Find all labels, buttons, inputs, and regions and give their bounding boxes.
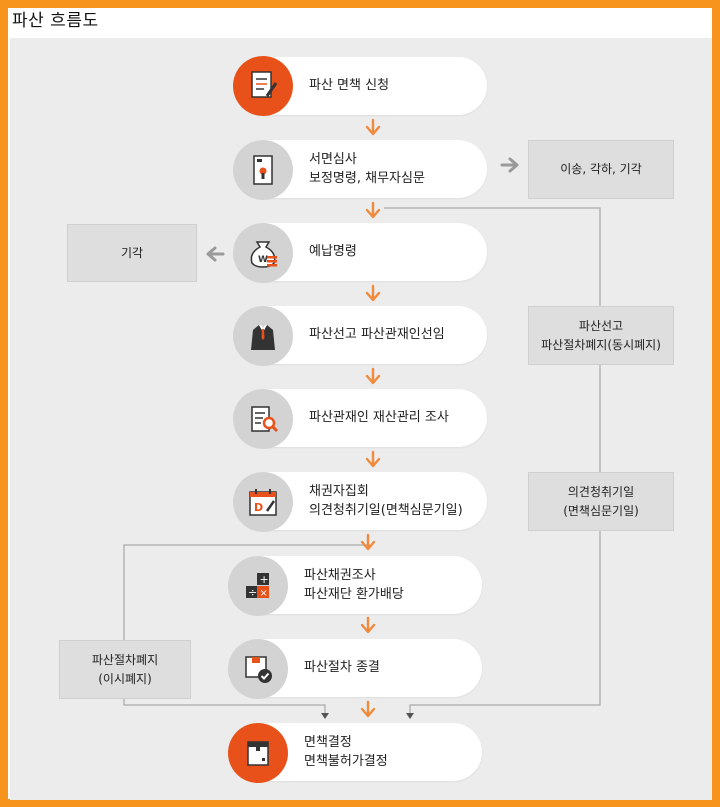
document-pen-icon	[233, 56, 293, 116]
down-arrow-icon	[360, 616, 376, 634]
box-check-icon	[228, 639, 288, 699]
step-label: 파산절차 종결	[304, 660, 380, 675]
suit-icon	[233, 306, 293, 366]
calendar-icon: D	[233, 472, 293, 532]
down-arrow-icon	[365, 367, 381, 385]
down-arrow-icon	[365, 118, 381, 136]
svg-text:W: W	[258, 255, 268, 265]
svg-text:÷: ÷	[248, 586, 257, 599]
side-box-transfer-dismissal: 이송, 각하, 기각	[528, 140, 674, 199]
page-title: 파산 흐름도	[12, 11, 99, 31]
loop-line-left-bottom	[123, 698, 326, 716]
down-arrow-icon	[365, 201, 381, 219]
loop-line-right-top	[384, 207, 601, 306]
step-bankruptcy-declaration: 파산선고 파산관재인선임	[233, 306, 487, 366]
step-bankruptcy-filing: 파산 면책 신청	[233, 56, 487, 116]
step-trustee-investigation: 파산관재인 재산관리 조사	[233, 389, 487, 449]
down-arrow-icon	[360, 533, 376, 551]
step-label: 파산선고 파산관재인선임	[309, 327, 445, 342]
side-box-dismissal: 기각	[67, 224, 197, 282]
step-label: 예납명령	[309, 244, 357, 259]
step-label: 파산관재인 재산관리 조사	[309, 410, 449, 425]
right-arrow-icon	[500, 157, 519, 173]
side-box-opinion-hearing: 의견청취기일 (면책심문기일)	[528, 472, 674, 531]
id-document-icon	[233, 140, 293, 200]
step-advance-payment-order: W 예납명령	[233, 223, 487, 283]
svg-text:+: +	[260, 573, 269, 586]
down-arrow-icon	[360, 700, 376, 718]
small-arrow-left-icon	[321, 713, 329, 719]
magnifier-document-icon	[233, 389, 293, 449]
side-box-simultaneous-abolition: 파산선고 파산절차폐지(동시폐지)	[528, 306, 674, 365]
calculator-icon: +÷×	[228, 556, 288, 616]
small-arrow-right-icon	[406, 713, 414, 719]
decision-box-icon	[228, 723, 288, 783]
down-arrow-icon	[365, 284, 381, 302]
step-procedure-closure: 파산절차 종결	[228, 639, 482, 699]
money-bag-icon: W	[233, 223, 293, 283]
svg-text:×: ×	[260, 588, 268, 599]
left-arrow-icon	[206, 246, 225, 262]
loop-line-right-bottom	[409, 530, 601, 716]
side-box-abolition-after: 파산절차폐지 (이시폐지)	[59, 640, 191, 699]
loop-line-left-top	[123, 544, 370, 640]
down-arrow-icon	[365, 450, 381, 468]
step-label: 파산 면책 신청	[309, 78, 390, 93]
svg-text:D: D	[254, 501, 263, 514]
